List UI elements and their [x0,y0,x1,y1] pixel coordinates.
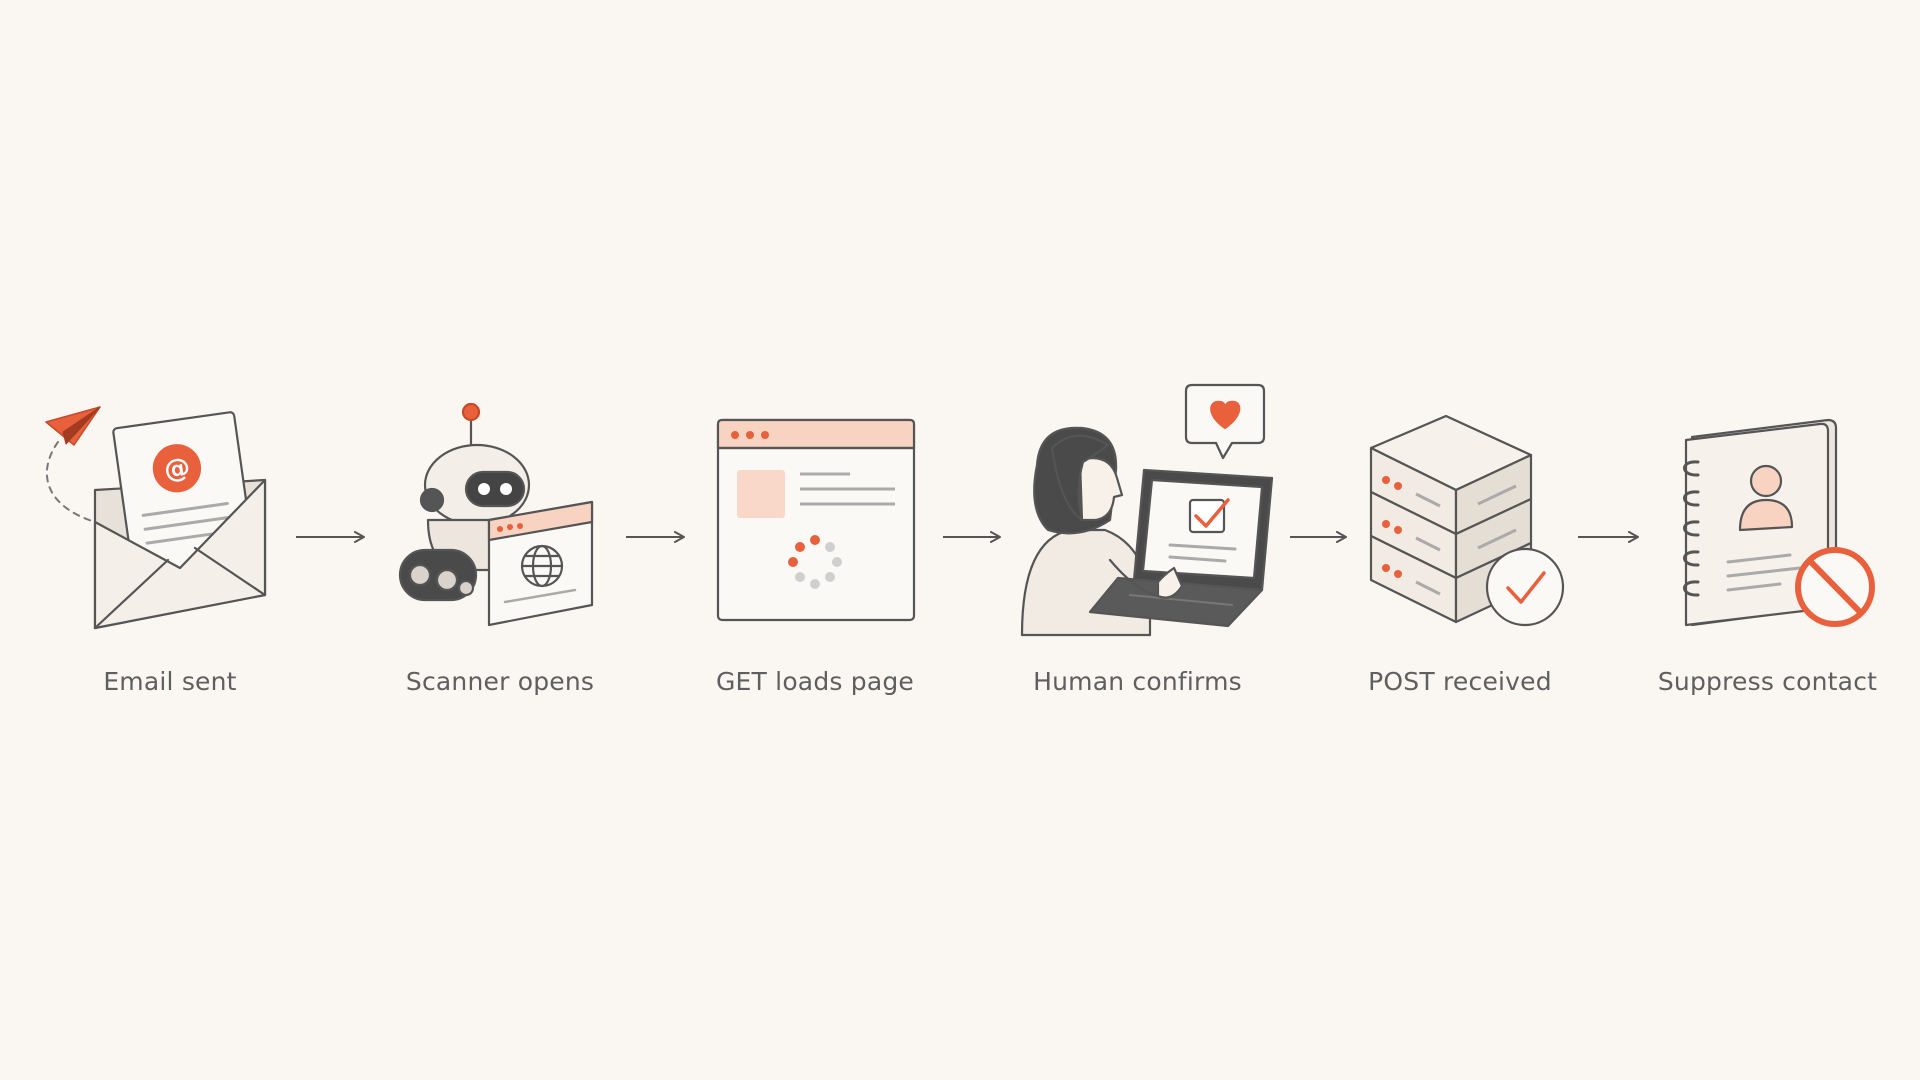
step-label-get-loads-page: GET loads page [715,667,915,696]
envelope-icon: @ [45,406,267,630]
prohibited-icon [1795,547,1875,627]
svg-text:@: @ [162,453,192,486]
loading-spinner-icon [788,535,842,589]
step-label-scanner-opens: Scanner opens [405,667,595,696]
step-label-human-confirms: Human confirms [1033,667,1242,696]
contact-avatar-icon [1738,464,1794,532]
step-label-email-sent: Email sent [103,667,237,696]
browser-loading-icon [716,418,916,622]
check-circle-icon [1485,547,1565,627]
server-check-icon [1369,414,1565,627]
step-label-suppress-contact: Suppress contact [1657,667,1878,696]
paper-plane-icon [45,406,101,446]
heart-speech-bubble-icon [1184,383,1266,460]
contact-book-blocked-icon [1683,418,1875,627]
step-label-post-received: POST received [1368,667,1552,696]
person-laptop-icon [1020,383,1274,637]
globe-icon [520,544,564,588]
robot-scanner-icon [398,402,594,627]
